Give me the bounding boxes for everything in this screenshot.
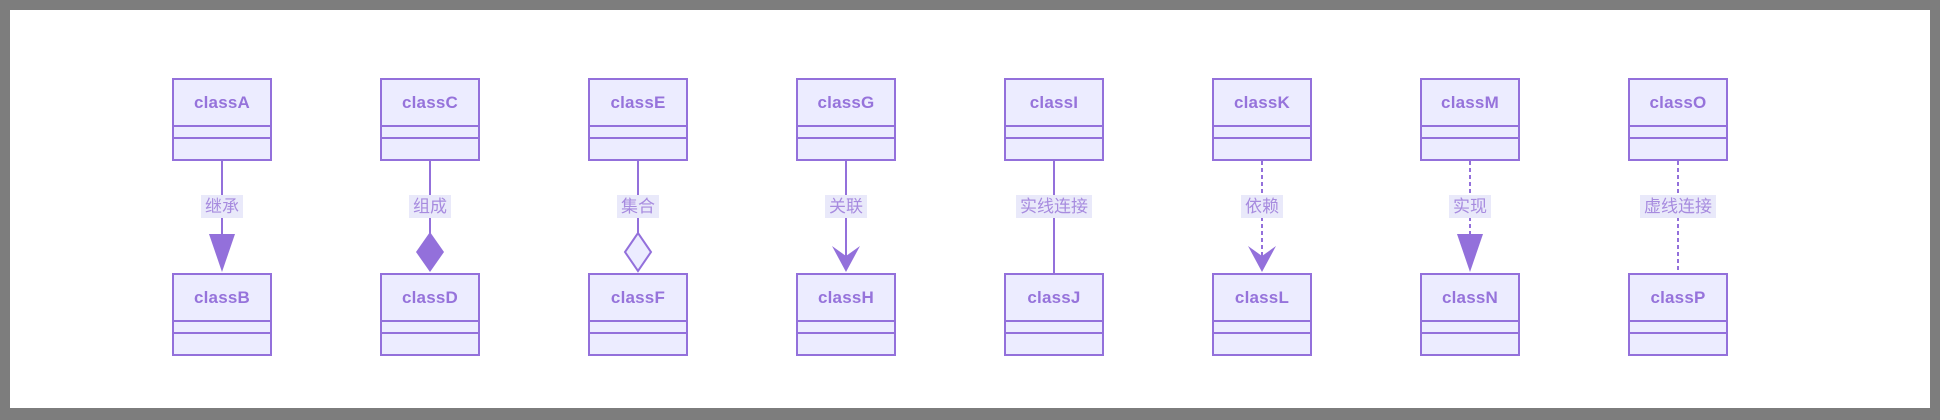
arrowhead-diamond-hollow-icon: [623, 231, 653, 273]
methods-compartment: [174, 137, 270, 159]
attributes-compartment: [174, 125, 270, 137]
attributes-compartment: [590, 320, 686, 332]
class-name: classO: [1649, 92, 1707, 112]
uml-pair-dependency: classK 依赖 classL: [1212, 78, 1312, 356]
class-name: classL: [1234, 287, 1290, 307]
methods-compartment: [1006, 137, 1102, 159]
relationship-edge: 虚线连接: [1628, 161, 1728, 273]
class-name: classH: [817, 287, 875, 307]
edge-label: 实现: [1449, 195, 1491, 218]
methods-compartment: [798, 332, 894, 354]
edge-label: 依赖: [1241, 195, 1283, 218]
relationship-edge: 依赖: [1212, 161, 1312, 273]
attributes-compartment: [1006, 320, 1102, 332]
class-name: classK: [1233, 92, 1291, 112]
uml-class-box-bottom: classP: [1628, 273, 1728, 356]
uml-class-box-top: classO: [1628, 78, 1728, 161]
class-name: classN: [1441, 287, 1499, 307]
class-name: classJ: [1027, 287, 1081, 307]
attributes-compartment: [174, 320, 270, 332]
attributes-compartment: [1422, 125, 1518, 137]
attributes-compartment: [1630, 320, 1726, 332]
arrowhead-triangle-filled-icon: [1457, 234, 1483, 272]
relationship-edge: 实线连接: [1004, 161, 1104, 273]
uml-pair-inheritance: classA 继承 classB: [172, 78, 272, 356]
edge-label: 虚线连接: [1640, 195, 1716, 218]
uml-class-box-bottom: classJ: [1004, 273, 1104, 356]
methods-compartment: [590, 137, 686, 159]
methods-compartment: [1630, 332, 1726, 354]
class-name: classG: [817, 92, 875, 112]
class-name: classE: [610, 92, 666, 112]
edge-label: 集合: [617, 195, 659, 218]
methods-compartment: [1422, 332, 1518, 354]
uml-class-box-top: classC: [380, 78, 480, 161]
uml-class-box-top: classG: [796, 78, 896, 161]
methods-compartment: [1630, 137, 1726, 159]
uml-pair-dashed-link: classO 虚线连接 classP: [1628, 78, 1728, 356]
attributes-compartment: [590, 125, 686, 137]
uml-pair-composition: classC 组成 classD: [380, 78, 480, 356]
uml-class-box-bottom: classH: [796, 273, 896, 356]
attributes-compartment: [798, 320, 894, 332]
attributes-compartment: [798, 125, 894, 137]
methods-compartment: [1006, 332, 1102, 354]
uml-class-box-top: classA: [172, 78, 272, 161]
arrowhead-vee-icon: [1248, 246, 1276, 272]
attributes-compartment: [1214, 125, 1310, 137]
attributes-compartment: [1006, 125, 1102, 137]
relationship-edge: 关联: [796, 161, 896, 273]
edge-label: 关联: [825, 195, 867, 218]
attributes-compartment: [382, 125, 478, 137]
relationship-edge: 继承: [172, 161, 272, 273]
uml-class-box-bottom: classD: [380, 273, 480, 356]
methods-compartment: [798, 137, 894, 159]
uml-pair-association: classG 关联 classH: [796, 78, 896, 356]
relationship-edge: 组成: [380, 161, 480, 273]
methods-compartment: [1214, 332, 1310, 354]
relationship-edge: 集合: [588, 161, 688, 273]
methods-compartment: [1422, 137, 1518, 159]
methods-compartment: [590, 332, 686, 354]
uml-class-box-top: classE: [588, 78, 688, 161]
attributes-compartment: [1630, 125, 1726, 137]
edge-graphic: [1248, 161, 1276, 272]
uml-pair-aggregation: classE 集合 classF: [588, 78, 688, 356]
uml-class-box-bottom: classB: [172, 273, 272, 356]
edge-label: 实线连接: [1016, 195, 1092, 218]
diagram-row: classA 继承 classB classC 组成 classD: [172, 78, 1728, 356]
edge-label: 继承: [201, 195, 243, 218]
methods-compartment: [174, 332, 270, 354]
class-name: classA: [193, 92, 251, 112]
uml-class-box-bottom: classN: [1420, 273, 1520, 356]
uml-class-box-top: classM: [1420, 78, 1520, 161]
relationship-edge: 实现: [1420, 161, 1520, 273]
methods-compartment: [382, 137, 478, 159]
methods-compartment: [382, 332, 478, 354]
attributes-compartment: [382, 320, 478, 332]
uml-class-box-bottom: classL: [1212, 273, 1312, 356]
class-name: classM: [1441, 92, 1499, 112]
uml-pair-realization: classM 实现 classN: [1420, 78, 1520, 356]
methods-compartment: [1214, 137, 1310, 159]
class-name: classB: [193, 287, 251, 307]
arrowhead-vee-icon: [832, 246, 860, 272]
class-name: classF: [610, 287, 666, 307]
class-name: classC: [401, 92, 459, 112]
uml-class-box-top: classK: [1212, 78, 1312, 161]
class-name: classP: [1650, 287, 1706, 307]
class-name: classD: [401, 287, 459, 307]
attributes-compartment: [1422, 320, 1518, 332]
diagram-canvas: classA 继承 classB classC 组成 classD: [10, 10, 1930, 408]
uml-class-box-top: classI: [1004, 78, 1104, 161]
uml-pair-solid-link: classI 实线连接 classJ: [1004, 78, 1104, 356]
uml-class-box-bottom: classF: [588, 273, 688, 356]
arrowhead-triangle-filled-icon: [209, 234, 235, 272]
edge-label: 组成: [409, 195, 451, 218]
arrowhead-diamond-filled-icon: [416, 232, 444, 272]
attributes-compartment: [1214, 320, 1310, 332]
class-name: classI: [1029, 92, 1079, 112]
